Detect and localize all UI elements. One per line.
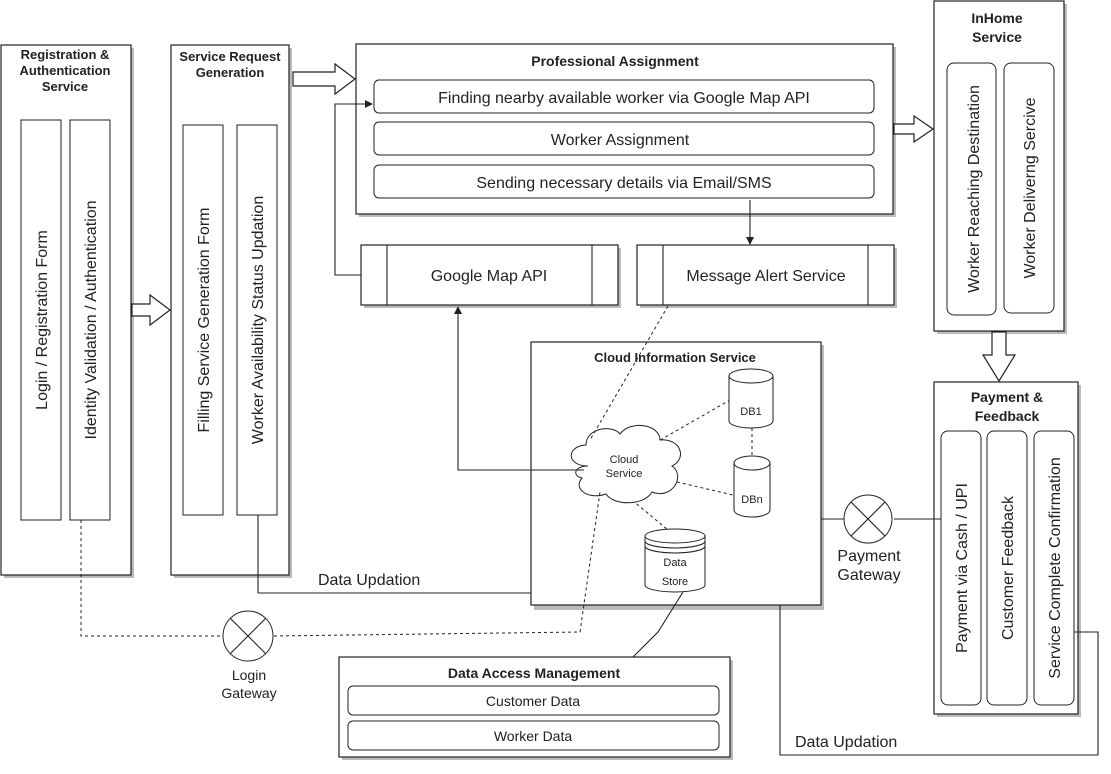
dbn-cylinder: DBn [733, 455, 771, 518]
message-alert-service-box: Message Alert Service [636, 244, 897, 308]
service-request-title-line2: Generation [196, 65, 265, 80]
cloud-information-service: Cloud Information Service Cloud Service … [530, 341, 824, 610]
filling-service-form: Filling Service Generation Form [196, 208, 213, 433]
data-updation-label-2: Data Updation [795, 734, 897, 751]
professional-assignment: Professional Assignment Finding nearby a… [355, 43, 896, 217]
login-gateway-line2: Gateway [221, 685, 276, 701]
connector-cloud-to-googlemap [457, 314, 584, 471]
data-access-title: Data Access Management [448, 665, 621, 681]
message-alert-label: Message Alert Service [686, 268, 845, 285]
cloud-service-line2: Service [606, 468, 643, 480]
connector-login-gateway-to-cloud [273, 491, 601, 637]
inhome-title-line1: InHome [971, 10, 1023, 26]
worker-reaching-destination: Worker Reaching Destination [966, 85, 983, 293]
worker-data: Worker Data [494, 728, 573, 744]
cloud-info-title: Cloud Information Service [594, 350, 756, 365]
data-updation-label-1: Data Updation [318, 572, 420, 589]
identity-validation: Identity Validation / Authentication [83, 201, 100, 440]
db1-cylinder: DB1 [728, 368, 774, 429]
payment-gateway: Payment Gateway [837, 494, 901, 584]
professional-title: Professional Assignment [531, 53, 699, 69]
worker-delivering-service: Worker Deliverng Sercive [1022, 97, 1039, 278]
payment-feedback: Payment & Feedback Payment via Cash / UP… [933, 381, 1081, 717]
service-complete-confirmation: Service Complete Confirmation [1047, 457, 1064, 678]
data-access-management: Data Access Management Customer Data Wor… [338, 656, 733, 760]
cloud-service-line1: Cloud [610, 454, 639, 466]
payment-gateway-line2: Gateway [837, 567, 900, 584]
inhome-service: InHome Service Worker Reaching Destinati… [933, 0, 1067, 334]
worker-assignment: Worker Assignment [551, 132, 690, 149]
connector-worker-status-to-cloud [257, 515, 531, 594]
connector-service-complete-to-cloud [779, 605, 1099, 756]
data-store-line2: Store [662, 576, 688, 588]
inhome-title-line2: Service [972, 29, 1022, 45]
registration-title-line2: Authentication [20, 63, 111, 78]
registration-title-line3: Service [42, 79, 88, 94]
arrow-request-to-professional [292, 62, 356, 96]
login-gateway-line1: Login [232, 667, 266, 683]
connector-googlemap-to-finding [334, 103, 366, 276]
connector-message-to-cloud [589, 305, 669, 441]
data-store-line1: Data [663, 557, 687, 569]
arrow-professional-to-inhome [893, 114, 935, 144]
google-map-api-label: Google Map API [431, 268, 548, 285]
db1-label: DB1 [740, 406, 761, 418]
login-registration-form: Login / Registration Form [34, 230, 51, 410]
login-gateway: Login Gateway [221, 610, 277, 701]
registration-authentication-service: Registration & Authentication Service Lo… [0, 44, 134, 578]
cloud-service-shape [570, 425, 681, 504]
arrow-registration-to-request [131, 293, 171, 327]
data-store-cylinder: Data Store [644, 528, 706, 593]
payment-cash-upi: Payment via Cash / UPI [954, 483, 971, 653]
payment-title-line1: Payment & [971, 389, 1043, 405]
customer-data: Customer Data [486, 693, 580, 709]
finding-nearby-worker: Finding nearby available worker via Goog… [438, 90, 810, 107]
dbn-label: DBn [741, 494, 762, 506]
google-map-api-box: Google Map API [360, 244, 621, 308]
arrow-inhome-to-payment [981, 331, 1017, 383]
customer-feedback: Customer Feedback [1000, 495, 1017, 640]
service-request-title-line1: Service Request [179, 49, 281, 64]
connector-datastore-to-data-access [632, 591, 684, 658]
payment-title-line2: Feedback [975, 408, 1040, 424]
registration-title-line1: Registration & [21, 47, 110, 62]
worker-availability-status: Worker Availability Status Updation [250, 196, 267, 444]
payment-gateway-line1: Payment [837, 548, 901, 565]
sending-details: Sending necessary details via Email/SMS [476, 175, 771, 192]
service-request-generation: Service Request Generation Filling Servi… [170, 44, 292, 578]
connector-identity-to-login-gateway [80, 520, 222, 637]
